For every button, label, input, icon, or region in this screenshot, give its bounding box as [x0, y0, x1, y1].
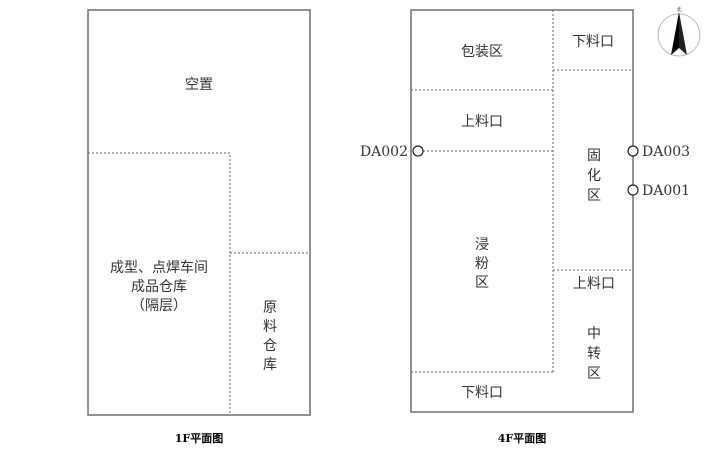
room-transfer-c3: 区	[587, 366, 601, 382]
monitor-point-da003	[627, 145, 639, 157]
room-load-right: 上料口	[573, 276, 615, 292]
north-arrow-icon: 北	[655, 6, 703, 58]
floor-1-partitions	[88, 152, 310, 415]
room-transfer-c2: 转	[587, 346, 601, 362]
room-workshop-line3: （隔层）	[131, 298, 187, 314]
floor-1-plan: 空置 成型、点焊车间 成品仓库 （隔层） 原 料 仓 库 1F平面图	[87, 9, 311, 445]
room-load-left: 上料口	[461, 114, 503, 130]
room-dipping-c1: 浸	[475, 237, 489, 253]
label-da001: DA001	[642, 183, 690, 199]
room-packing: 包装区	[461, 44, 503, 60]
room-raw-store-c2: 料	[263, 319, 277, 335]
room-curing-c2: 化	[587, 168, 601, 184]
room-curing-c3: 区	[587, 188, 601, 204]
room-dipping-c2: 粉	[475, 256, 489, 272]
floor-4-plan: 包装区 下料口 上料口 固 化 区 浸 粉 区 上料口 中 转 区 下料口 DA…	[360, 9, 690, 445]
north-label: 北	[676, 6, 681, 13]
room-workshop-line1: 成型、点焊车间	[110, 259, 208, 276]
room-curing-c1: 固	[587, 148, 601, 164]
label-da003: DA003	[642, 144, 690, 160]
label-da002: DA002	[360, 144, 408, 160]
floor-1-caption: 1F平面图	[175, 432, 223, 445]
room-unload-top: 下料口	[572, 34, 614, 50]
room-transfer-c1: 中	[587, 326, 601, 342]
floor-4-caption: 4F平面图	[498, 432, 546, 445]
floor-4-outline	[410, 9, 634, 413]
room-dipping-c3: 区	[475, 275, 489, 291]
floor-4-partitions	[411, 10, 633, 373]
room-raw-store-c3: 仓	[263, 338, 277, 354]
monitor-point-da002	[412, 145, 424, 157]
room-raw-store-c4: 库	[263, 357, 277, 373]
room-raw-store-c1: 原	[263, 300, 277, 316]
floor-1-outline	[87, 9, 311, 416]
monitor-point-da001	[627, 184, 639, 196]
room-workshop-line2: 成品仓库	[131, 279, 187, 295]
room-unload-bottom: 下料口	[461, 385, 503, 401]
room-empty: 空置	[185, 77, 213, 93]
